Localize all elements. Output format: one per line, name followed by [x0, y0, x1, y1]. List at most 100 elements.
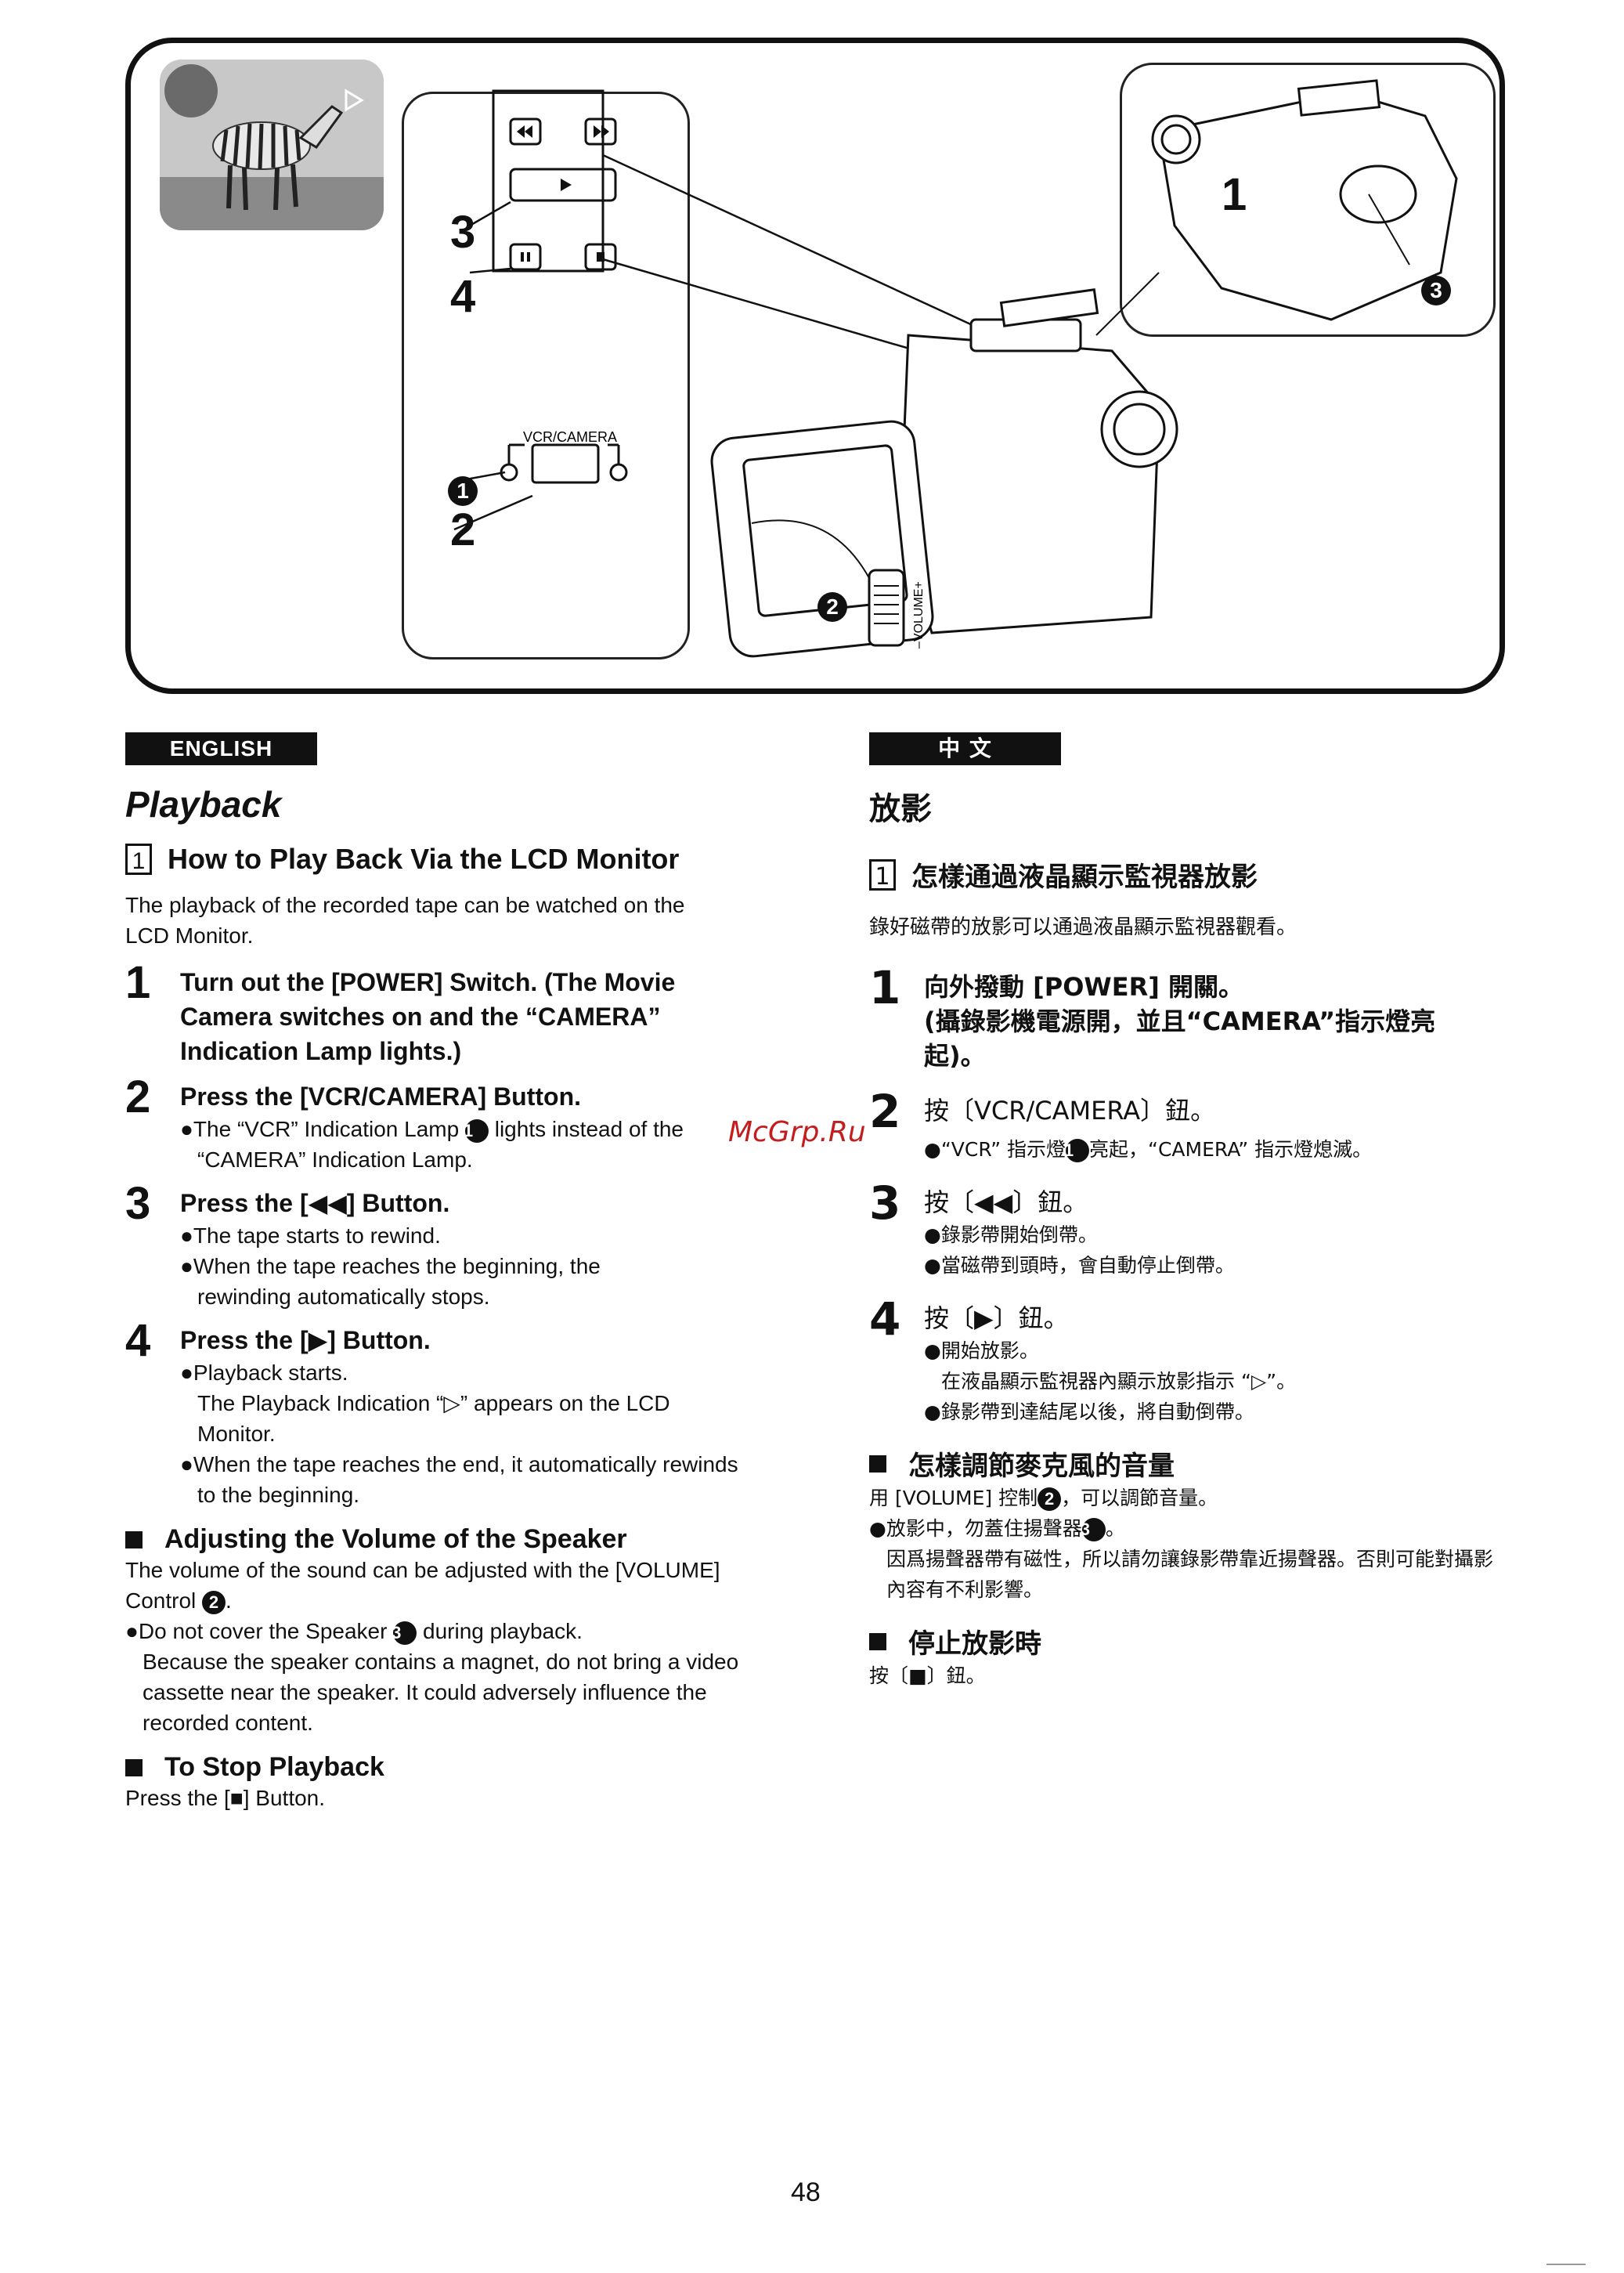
playback-photo-zebra	[160, 60, 384, 230]
page-title-zh: 放影	[869, 791, 932, 827]
volume-control-indicator-icon: 2	[202, 1590, 226, 1614]
section-number: 1	[869, 858, 896, 891]
rewind-button-graphic	[509, 117, 542, 146]
step-bullet: ●Playback starts.	[180, 1361, 348, 1385]
callout-volume-2: 2	[817, 592, 847, 622]
vcr-camera-button-graphic	[531, 443, 600, 484]
volume-heading: Adjusting the Volume of the Speaker	[125, 1524, 767, 1555]
step-4: 4 Press the [▶] Button. ●Playback starts…	[125, 1318, 767, 1510]
stop-heading-text: To Stop Playback	[164, 1752, 384, 1782]
speaker-note: Because the speaker contains a magnet, d…	[143, 1650, 739, 1735]
step-title: 按〔VCR/CAMERA〕鈕。	[924, 1096, 1216, 1126]
corner-mark	[1546, 2264, 1586, 2265]
volume-heading-text: Adjusting the Volume of the Speaker	[164, 1524, 627, 1554]
section-title: 怎樣通過液晶顯示監視器放影	[911, 862, 1258, 893]
step-title-line2: (攝錄影機電源開，並且“CAMERA”指示燈亮起)。	[924, 1006, 1436, 1071]
step-bullet: ●開始放影。	[924, 1339, 1039, 1362]
page-number: 48	[791, 2177, 821, 2207]
chinese-column: 放影 1 怎樣通過液晶顯示監視器放影 錄好磁帶的放影可以通過液晶顯示監視器觀看。…	[869, 783, 1511, 1691]
square-bullet-icon	[869, 1455, 886, 1473]
step-title: Press the [▶] Button.	[180, 1326, 431, 1354]
callout-speaker-3: 3	[1421, 276, 1451, 305]
step-bullet: ●The tape starts to rewind.	[180, 1223, 441, 1248]
callout-3: 3	[450, 207, 476, 258]
volume-control-indicator-icon: 2	[1038, 1487, 1062, 1511]
step-number: 4	[869, 1292, 901, 1346]
step-3: 3 Press the [◀◀] Button. ●The tape start…	[125, 1181, 767, 1312]
step-bullet: ●當磁帶到頭時，會自動停止倒帶。	[924, 1254, 1235, 1277]
speaker-indicator-icon: 3	[1081, 1518, 1106, 1541]
speaker-warning: ●Do not cover the Speaker 3 during playb…	[125, 1619, 583, 1645]
volume-label: –VOLUME+	[912, 581, 926, 649]
stop-text-zh: 按〔■〕鈕。	[869, 1664, 986, 1687]
step-bullet: ●The “VCR” Indication Lamp 1 lights inst…	[180, 1114, 745, 1175]
callout-4: 4	[450, 271, 476, 322]
bullet-text: ●The “VCR” Indication Lamp	[180, 1117, 465, 1141]
pause-button-graphic	[509, 243, 542, 271]
section-heading: 1 How to Play Back Via the LCD Monitor	[125, 843, 767, 876]
step-2: 2 Press the [VCR/CAMERA] Button. ●The “V…	[125, 1075, 767, 1175]
remote-control-panel	[402, 92, 690, 659]
square-bullet-icon	[125, 1530, 143, 1548]
step-title: Press the [◀◀] Button.	[180, 1189, 450, 1217]
step-bullet: ●錄影帶到達結尾以後，將自動倒帶。	[924, 1400, 1254, 1423]
step-bullet: The Playback Indication “▷” appears on t…	[197, 1391, 670, 1446]
speaker-callout-inset	[1120, 63, 1496, 337]
stop-heading: To Stop Playback	[125, 1752, 767, 1783]
intro-text-zh: 錄好磁帶的放影可以通過液晶顯示監視器觀看。	[869, 916, 1297, 939]
lamp-indicator-icon: 1	[464, 1118, 489, 1143]
callout-1-power: 1	[1222, 169, 1247, 220]
step-title: Turn out the [POWER] Switch. (The Movie …	[180, 968, 676, 1065]
step-number: 1	[125, 957, 151, 1008]
volume-control-graphic	[868, 569, 905, 647]
fastforward-button-graphic	[584, 117, 617, 146]
intro-text: The playback of the recorded tape can be…	[125, 893, 685, 948]
step-title: Press the [VCR/CAMERA] Button.	[180, 1082, 582, 1111]
section-number: 1	[125, 844, 152, 875]
english-column: Playback 1 How to Play Back Via the LCD …	[125, 783, 767, 1813]
square-bullet-icon	[869, 1632, 886, 1650]
zebra-image	[160, 60, 384, 230]
callout-lamp-1: 1	[448, 476, 478, 506]
step-bullet: ●When the tape reaches the beginning, th…	[180, 1254, 601, 1309]
chinese-language-tab: 中 文	[869, 732, 1061, 765]
volume-heading-zh: 怎樣調節麥克風的音量	[869, 1444, 1511, 1483]
page-title: Playback	[125, 784, 282, 825]
stop-text: Press the [■] Button.	[125, 1786, 326, 1810]
square-bullet-icon	[125, 1758, 143, 1776]
step-3-zh: 3 按〔◀◀〕鈕。 ●錄影帶開始倒帶。 ●當磁帶到頭時，會自動停止倒帶。	[869, 1180, 1511, 1281]
speaker-note-zh: 因爲揚聲器帶有磁性，所以請勿讓錄影帶靠近揚聲器。否則可能對攝影內容有不利影響。	[886, 1548, 1494, 1601]
watermark: McGrp.Ru	[728, 1116, 866, 1148]
step-number: 1	[869, 961, 901, 1014]
stop-button-graphic	[584, 243, 617, 271]
step-1: 1 Turn out the [POWER] Switch. (The Movi…	[125, 960, 767, 1068]
step-title: 向外撥動 [POWER] 開關。	[924, 972, 1243, 1002]
speaker-warning-zh: ●放影中，勿蓋住揚聲器3。	[869, 1517, 1125, 1541]
english-language-tab: ENGLISH	[125, 732, 317, 765]
step-number: 3	[125, 1178, 151, 1229]
step-4-zh: 4 按〔▶〕鈕。 ●開始放影。 在液晶顯示監視器內顯示放影指示 “▷”。 ●錄影…	[869, 1296, 1511, 1427]
camcorder-diagram: VCR/CAMERA –VOLUME+	[453, 79, 1458, 658]
play-button-graphic	[509, 168, 617, 202]
stop-heading-zh: 停止放影時	[869, 1622, 1511, 1660]
step-number: 2	[869, 1085, 901, 1138]
vcr-camera-label: VCR/CAMERA	[523, 429, 617, 445]
step-number: 2	[125, 1071, 151, 1122]
section-heading-zh: 1 怎樣通過液晶顯示監視器放影	[869, 855, 1511, 894]
step-bullet: 在液晶顯示監視器內顯示放影指示 “▷”。	[941, 1370, 1297, 1393]
step-bullet: ●When the tape reaches the end, it autom…	[180, 1452, 738, 1507]
step-title: 按〔◀◀〕鈕。	[924, 1187, 1088, 1217]
step-1-zh: 1 向外撥動 [POWER] 開關。 (攝錄影機電源開，並且“CAMERA”指示…	[869, 965, 1511, 1073]
step-number: 4	[125, 1315, 151, 1366]
lamp-indicator-icon: 1	[1064, 1139, 1089, 1162]
step-title: 按〔▶〕鈕。	[924, 1303, 1069, 1333]
section-title: How to Play Back Via the LCD Monitor	[168, 843, 680, 875]
figure-frame	[125, 38, 1505, 694]
step-bullet: ●錄影帶開始倒帶。	[924, 1223, 1098, 1246]
volume-text: The volume of the sound can be adjusted …	[125, 1558, 720, 1614]
speaker-indicator-icon: 3	[392, 1621, 417, 1645]
callout-2: 2	[450, 504, 476, 555]
